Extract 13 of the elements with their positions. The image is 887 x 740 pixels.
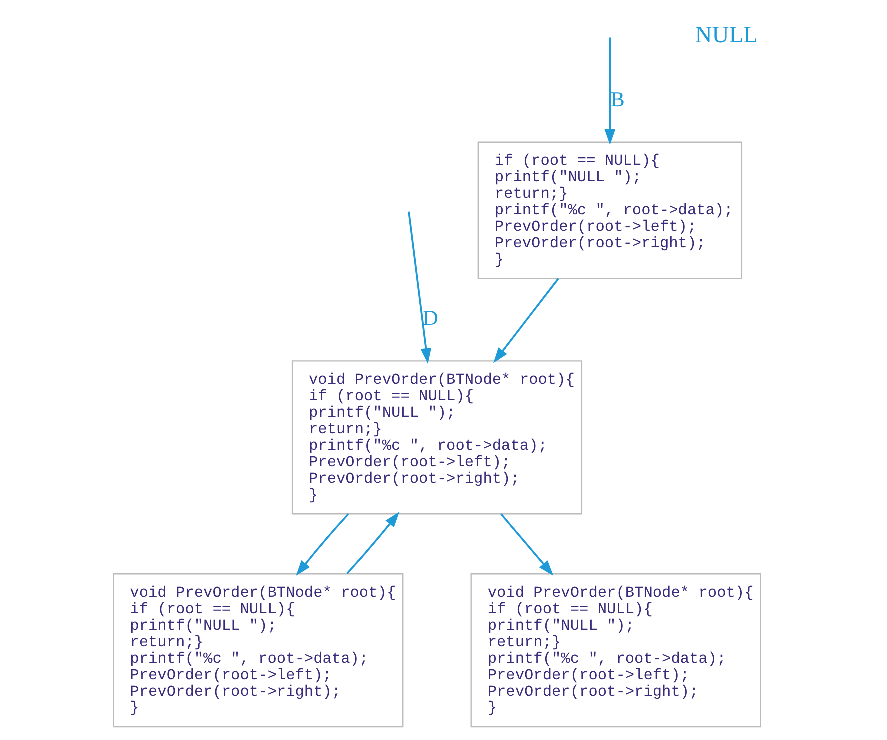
node-box: void PrevOrder(BTNode* root){ if (root == NULL){ printf("NULL "); return;} printf("%c ", root->data); PrevOrder(root->left); PrevOrder(root->right); } bbox=[291, 360, 582, 515]
label: NULL bbox=[694, 22, 758, 48]
node-box: if (root == NULL){ printf("NULL "); return;} printf("%c ", root->data); PrevOrder(root->left); PrevOrder(root->right); } bbox=[477, 142, 742, 280]
edge-label: B bbox=[610, 87, 624, 112]
arrow bbox=[604, 38, 616, 146]
arrow bbox=[296, 514, 349, 576]
arrow bbox=[346, 512, 400, 574]
arrow bbox=[408, 212, 432, 364]
node-box: void PrevOrder(BTNode* root){ if (root == NULL){ printf("NULL "); return;} printf("%c ", root->data); PrevOrder(root->left); PrevOrder(root->right); } bbox=[470, 574, 761, 728]
edge-label: D bbox=[422, 306, 438, 330]
node-box: void PrevOrder(BTNode* root){ if (root == NULL){ printf("NULL "); return;} printf("%c ", root->data); PrevOrder(root->left); PrevOrder(root->right); } bbox=[112, 574, 404, 728]
arrow bbox=[493, 278, 559, 364]
arrow bbox=[500, 514, 554, 576]
